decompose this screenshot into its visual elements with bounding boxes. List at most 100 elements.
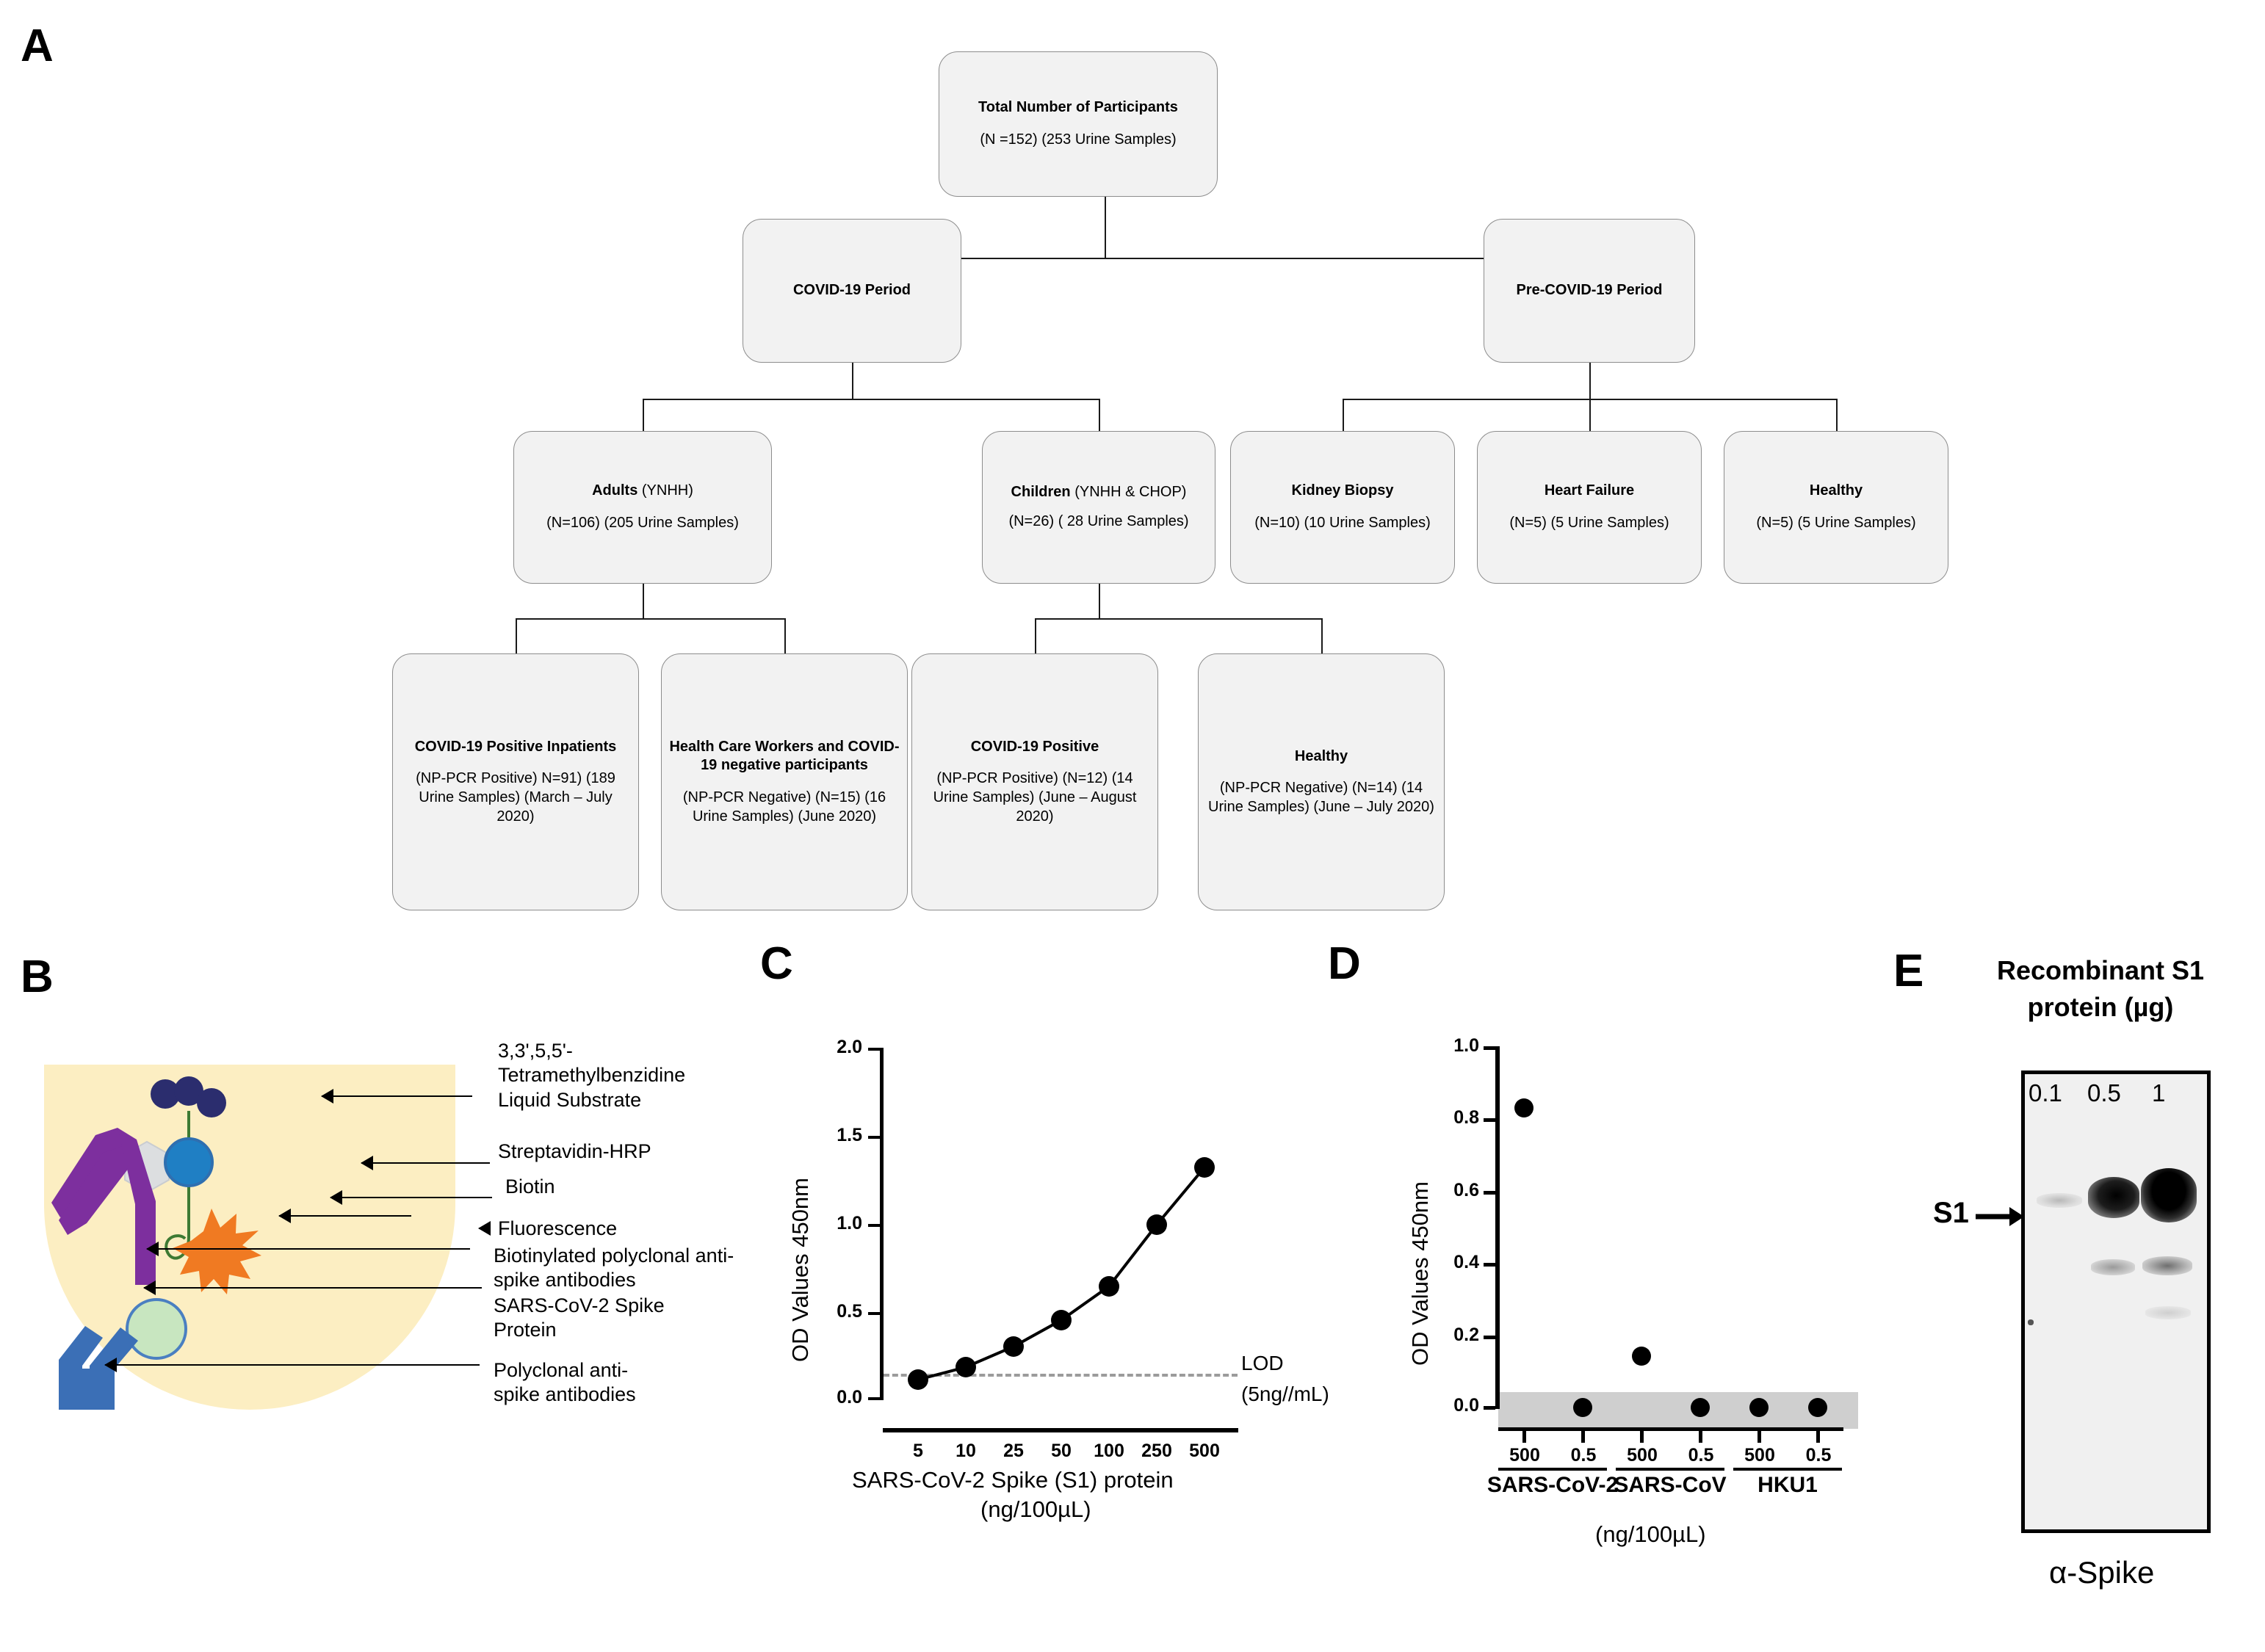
panelc-data-point	[1003, 1336, 1024, 1357]
leader-arrow	[321, 1089, 472, 1104]
panelc-xtick-label: 25	[1003, 1441, 1024, 1461]
panelc-x-axis-title-line1: SARS-CoV-2 Spike (S1) protein	[852, 1467, 1174, 1493]
tmb-dot	[174, 1076, 203, 1106]
elisa-schematic	[51, 1076, 261, 1410]
paneld-y-tick	[1484, 1263, 1495, 1267]
flow-node-healthy-precovid[interactable]: Healthy (N=5) (5 Urine Samples)	[1724, 431, 1948, 584]
flow-node-health-care-workers[interactable]: Health Care Workers and COVID-19 negativ…	[661, 653, 908, 910]
flow-node-kidney-biopsy[interactable]: Kidney Biopsy (N=10) (10 Urine Samples)	[1230, 431, 1455, 584]
blot-band-lane3-faint	[2145, 1306, 2191, 1319]
flow-node-sub: (NP-PCR Positive) N=91) (189 Urine Sampl…	[416, 770, 615, 825]
panelc-data-point	[908, 1369, 928, 1390]
panele-s1-marker-label: S1	[1933, 1197, 1969, 1229]
paneld-data-point	[1808, 1398, 1827, 1417]
flow-node-children-covid-positive[interactable]: COVID-19 Positive (NP-PCR Positive) (N=1…	[911, 653, 1158, 910]
flow-node-covid-positive-inpatients[interactable]: COVID-19 Positive Inpatients (NP-PCR Pos…	[392, 653, 639, 910]
blot-speck	[2028, 1319, 2034, 1325]
panele-lane-label-3: 1	[2152, 1079, 2166, 1106]
flow-node-children[interactable]: Children (YNHH & CHOP) (N=26) ( 28 Urine…	[982, 431, 1215, 584]
flow-node-sub: (N =152) (253 Urine Samples)	[980, 131, 1177, 148]
paneld-group-label: SARS-CoV-2	[1486, 1473, 1619, 1497]
panelc-ytick-label: 2.0	[837, 1037, 862, 1057]
flow-node-covid-period[interactable]: COVID-19 Period	[743, 219, 961, 363]
panelb-label-biotin: Biotin	[505, 1175, 555, 1198]
panelc-series-line	[917, 1166, 1206, 1381]
flow-node-adults[interactable]: Adults (YNHH) (N=106) (205 Urine Samples…	[513, 431, 772, 584]
flow-node-precovid-period[interactable]: Pre-COVID-19 Period	[1484, 219, 1695, 363]
paneld-y-axis	[1495, 1046, 1500, 1409]
flow-node-title: COVID-19 Period	[792, 282, 911, 299]
paneld-y-tick	[1484, 1336, 1495, 1339]
connector-line	[643, 399, 1099, 400]
panelc-y-axis-title: OD Values 450nm	[787, 1178, 813, 1362]
panelc-ytick-label: 0.0	[837, 1387, 862, 1408]
streptavidin-hrp-circle	[164, 1137, 214, 1187]
flow-node-children-healthy[interactable]: Healthy (NP-PCR Negative) (N=14) (14 Uri…	[1198, 653, 1445, 910]
panelc-xtick-label: 10	[956, 1441, 976, 1461]
flow-node-title-regular: (YNHH & CHOP)	[1070, 484, 1187, 501]
leader-arrow	[143, 1280, 482, 1295]
panel-b-letter: B	[21, 952, 54, 1002]
paneld-group-rule	[1733, 1468, 1842, 1471]
panelb-label-polyclonal-antibody: Polyclonal anti- spike antibodies	[494, 1359, 636, 1406]
flow-node-title: COVID-19 Positive	[970, 738, 1099, 755]
flow-node-title-bold: Children	[1011, 484, 1071, 501]
connector-line	[1343, 399, 1344, 431]
connector-line	[1589, 399, 1591, 431]
paneld-group-rule	[1498, 1468, 1607, 1471]
flow-node-sub: (NP-PCR Positive) (N=12) (14 Urine Sampl…	[933, 770, 1137, 825]
blot-band-lane3-lower	[2142, 1256, 2192, 1275]
flow-node-sub: (N=106) (205 Urine Samples)	[546, 515, 739, 531]
paneld-x-tick	[1816, 1431, 1820, 1443]
paneld-xtick-label: 0.5	[1570, 1445, 1597, 1466]
flow-node-title-regular: (YNHH)	[637, 482, 693, 499]
paneld-data-point	[1573, 1398, 1592, 1417]
flow-node-title: Heart Failure	[1544, 482, 1635, 499]
paneld-x-axis-title: (ng/100µL)	[1595, 1521, 1706, 1547]
flow-node-title: Children (YNHH & CHOP)	[1011, 483, 1187, 502]
panelc-y-tick	[868, 1224, 880, 1227]
flow-node-sub: (N=5) (5 Urine Samples)	[1509, 515, 1669, 531]
panelc-data-point	[1051, 1310, 1072, 1330]
panelc-data-point	[1194, 1157, 1215, 1178]
connector-line	[784, 618, 786, 653]
flow-node-title: Health Care Workers and COVID-19 negativ…	[669, 738, 900, 774]
flow-node-total[interactable]: Total Number of Participants (N =152) (2…	[939, 51, 1218, 197]
leader-arrow	[146, 1242, 470, 1256]
connector-line	[852, 363, 853, 399]
tmb-dot	[197, 1088, 226, 1117]
panelc-xtick-label: 50	[1051, 1441, 1072, 1461]
panelc-y-tick	[868, 1312, 880, 1315]
panele-s1-arrow-icon	[1976, 1207, 2024, 1226]
panelc-y-tick	[868, 1048, 880, 1051]
panelc-lod-label-line2: (5ng//mL)	[1241, 1383, 1329, 1405]
connector-line	[516, 618, 784, 620]
detection-antibody	[51, 1128, 156, 1285]
paneld-group-rule	[1616, 1468, 1724, 1471]
spike-protein-circle	[126, 1298, 187, 1360]
panele-title-line2: protein (µg)	[2027, 992, 2174, 1022]
flow-node-heart-failure[interactable]: Heart Failure (N=5) (5 Urine Samples)	[1477, 431, 1702, 584]
panelb-label-fluorescence: Fluorescence	[498, 1217, 618, 1239]
panelc-ytick-label: 1.0	[837, 1213, 862, 1233]
paneld-group-label: SARS-CoV	[1614, 1473, 1727, 1497]
panelc-xtick-label: 250	[1141, 1441, 1172, 1461]
flow-node-title: Pre-COVID-19 Period	[1516, 282, 1663, 299]
flow-node-title: Healthy	[1294, 747, 1348, 764]
panelb-label-tmb: 3,3',5,5'- Tetramethylbenzidine Liquid S…	[498, 1040, 686, 1111]
paneld-y-tick	[1484, 1046, 1495, 1050]
panelb-label-streptavidin: Streptavidin-HRP	[498, 1140, 651, 1162]
leader-arrow	[278, 1209, 411, 1223]
paneld-y-tick	[1484, 1191, 1495, 1195]
paneld-xtick-label: 500	[1744, 1445, 1775, 1466]
panelb-label-spike-protein: SARS-CoV-2 Spike Protein	[494, 1294, 665, 1341]
connector-line	[1099, 584, 1100, 619]
panele-lane-label-2: 0.5	[2087, 1079, 2121, 1106]
panel-a-letter: A	[21, 21, 54, 71]
panelc-xtick-label: 100	[1094, 1441, 1124, 1461]
paneld-xtick-label: 500	[1627, 1445, 1658, 1466]
panel-c-letter: C	[760, 938, 793, 989]
panel-e-letter: E	[1893, 946, 1924, 996]
panelc-xtick-label: 500	[1189, 1441, 1220, 1461]
leader-arrow	[478, 1221, 491, 1236]
